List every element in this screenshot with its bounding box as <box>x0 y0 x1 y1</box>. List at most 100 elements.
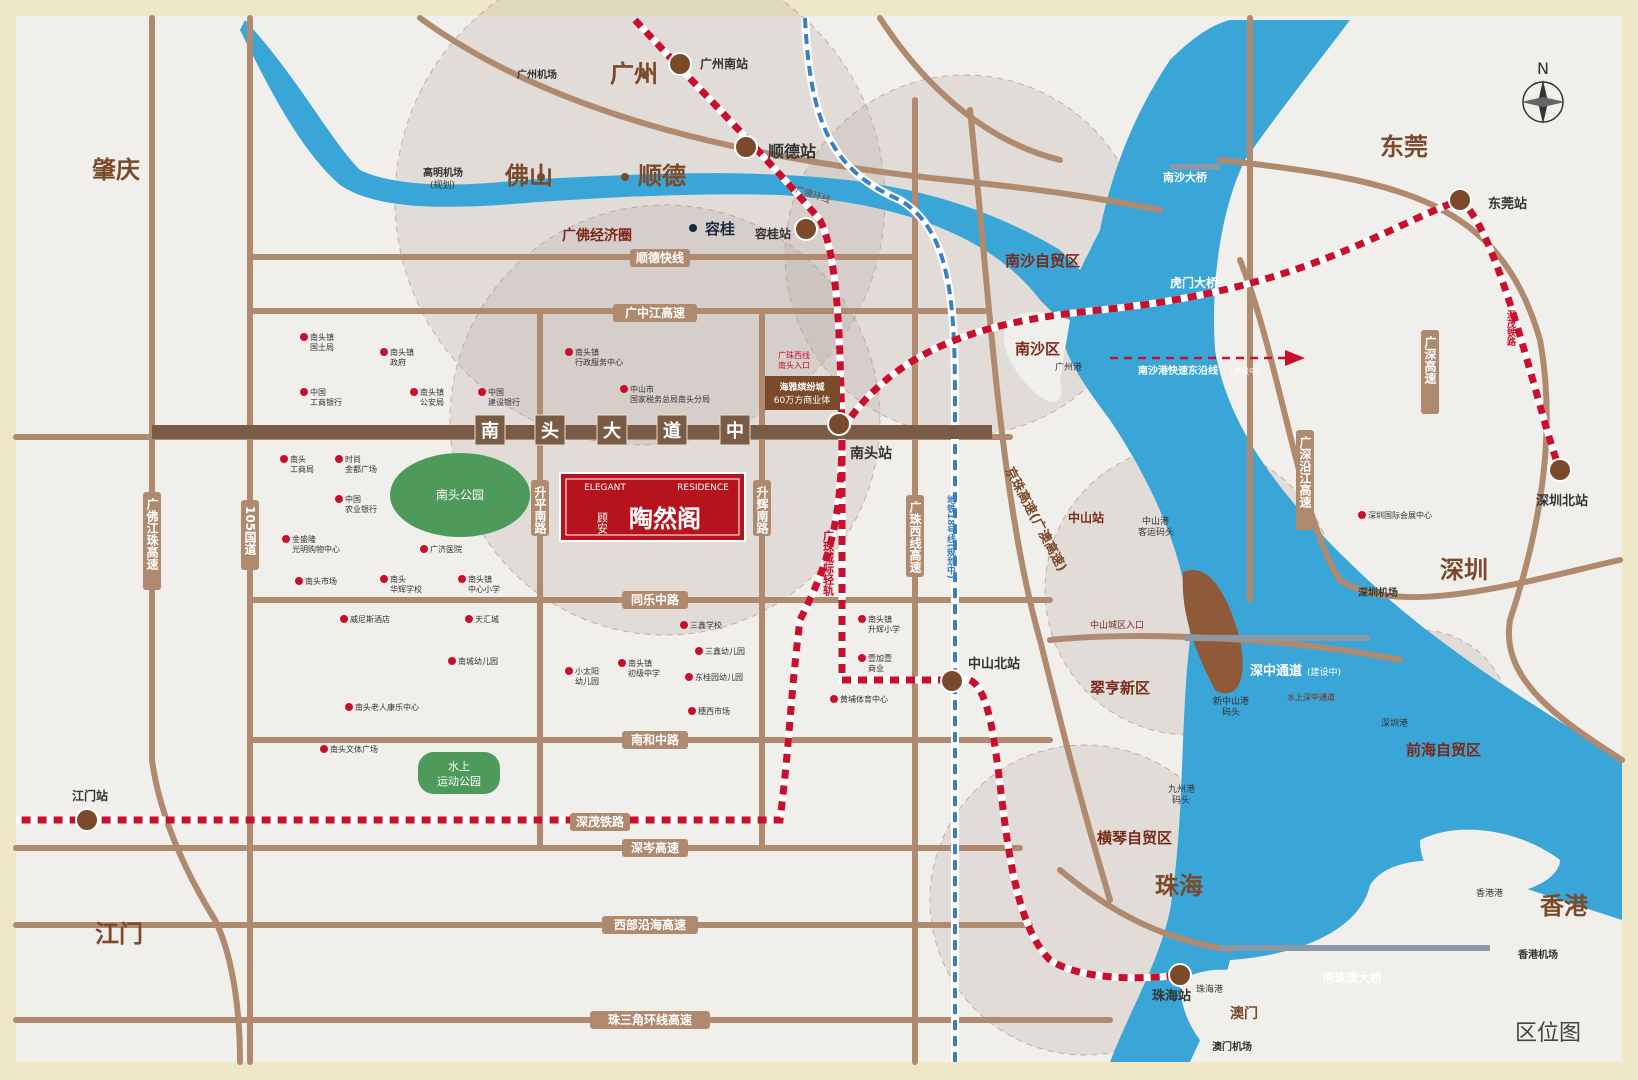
bridges <box>1170 164 1490 951</box>
road-label: 广佛江珠高速 <box>145 497 159 571</box>
poi-marker <box>345 703 353 711</box>
poi-label: 南头镇 <box>868 614 892 624</box>
arrow-head-icon <box>1285 350 1305 366</box>
train-station-icon <box>1548 458 1572 482</box>
poi-label: 中国 <box>310 387 326 397</box>
zone-label: 南沙自贸区 <box>1005 252 1080 270</box>
nantou-avenue-bar <box>152 425 992 439</box>
train-station-icon <box>940 669 964 693</box>
city-label: 深圳 <box>1440 556 1488 584</box>
city-label: 江门 <box>95 920 143 948</box>
road-label: 升平南路 <box>533 485 547 535</box>
poi-label: 小太阳 <box>575 666 599 676</box>
poi-marker <box>380 575 388 583</box>
pearl-river <box>240 20 1622 1062</box>
poi-marker <box>282 535 290 543</box>
poi-label: 金盛隆 <box>292 534 316 544</box>
poi-marker <box>300 333 308 341</box>
station-label: 深圳北站 <box>1536 493 1588 509</box>
poi-label: 中国 <box>345 494 361 504</box>
city-label: 肇庆 <box>92 156 140 184</box>
port-label: 九州港 <box>1168 783 1195 795</box>
poi-label: 天汇城 <box>475 615 499 624</box>
port-label: 新中山港 <box>1213 695 1249 707</box>
poi-label: 中国 <box>488 387 504 397</box>
city-label: 东莞 <box>1380 133 1428 161</box>
port-label: 深圳港 <box>1381 717 1408 729</box>
poi-note: 工商银行 <box>310 397 342 407</box>
city-label: 香港 <box>1540 892 1589 920</box>
avenue-char: 大 <box>603 420 621 442</box>
poi-marker <box>620 385 628 393</box>
city-label: 广州 <box>610 60 658 88</box>
poi-note: 工商局 <box>290 464 314 474</box>
station-label: 珠海站 <box>1152 988 1191 1004</box>
airport-label: 广州机场 <box>517 68 557 81</box>
station-label: 顺德站 <box>768 142 816 161</box>
mall-label: 海雅缤纷城 <box>779 381 824 393</box>
avenue-char-box <box>719 414 751 446</box>
park-label: 水上 <box>448 760 470 773</box>
poi-label: 南头市场 <box>305 576 337 586</box>
train-station-icon <box>827 412 851 436</box>
road-label: 南沙港快速东沿线 <box>1138 364 1218 377</box>
poi-marker <box>688 707 696 715</box>
road-note: (建设中) <box>1230 366 1260 376</box>
poi-label: 穗西市场 <box>698 706 730 716</box>
project-en: ELEGANT <box>584 483 626 493</box>
station-label: 南头站 <box>850 445 892 462</box>
road-tag <box>570 813 630 831</box>
rail-label: 广珠城际轻轨 <box>822 529 835 597</box>
poi-marker <box>335 495 343 503</box>
poi-marker <box>685 673 693 681</box>
poi-marker <box>280 455 288 463</box>
station-label: 东莞站 <box>1488 196 1527 212</box>
airport-label: 香港机场 <box>1518 948 1558 961</box>
road-tag <box>602 916 698 934</box>
poi-marker <box>695 647 703 655</box>
road-label: 广珠西线高速 <box>908 500 922 574</box>
poi-marker <box>420 545 428 553</box>
airport-note: (规划) <box>430 179 455 191</box>
road-label: 顺德快线 <box>636 250 684 265</box>
poi-label: 三鑫幼儿园 <box>705 646 745 656</box>
road-tag <box>622 839 688 857</box>
poi-note: 行政服务中心 <box>575 357 623 367</box>
project-plate <box>559 472 746 542</box>
park-water-sports <box>418 752 500 794</box>
road-network <box>13 15 1625 1065</box>
train-station-icon <box>75 808 99 832</box>
port-label: 珠海港 <box>1196 983 1223 995</box>
poi-label: 南头镇 <box>420 387 444 397</box>
road-label: 广珠西线 <box>778 350 810 360</box>
poi-marker <box>478 388 486 396</box>
poi-marker <box>410 388 418 396</box>
road-tag <box>1421 330 1439 414</box>
poi-marker <box>858 654 866 662</box>
poi-label: 威尼斯酒店 <box>350 614 390 624</box>
poi-marker <box>858 615 866 623</box>
avenue-char-box <box>534 414 566 446</box>
poi-marker <box>458 575 466 583</box>
road-label: 深岑高速 <box>631 840 679 855</box>
road-tag <box>613 304 697 322</box>
road-label: 升辉南路 <box>755 485 769 535</box>
poi-marker <box>448 657 456 665</box>
poi-note: 公安局 <box>420 397 444 407</box>
train-station-icon <box>1448 188 1472 212</box>
poi-marker <box>340 615 348 623</box>
poi-label: 南头 <box>390 574 406 584</box>
station-label: 广州南站 <box>700 56 748 71</box>
project-plate-border <box>565 478 740 536</box>
port-note: 码头 <box>1172 795 1190 806</box>
bridge-label: 港珠澳大桥 <box>1322 970 1383 985</box>
map-title: 区位图 <box>1515 1021 1581 1046</box>
poi-label: 时尚 <box>345 454 361 464</box>
zone-label: 广佛经济圈 <box>562 227 632 244</box>
poi-note: 金都广场 <box>345 464 377 474</box>
mall-marker <box>765 376 840 410</box>
island <box>1182 569 1243 694</box>
zone-label: 中山站 <box>1068 510 1104 525</box>
poi-label: 黄埔体育中心 <box>840 694 888 704</box>
